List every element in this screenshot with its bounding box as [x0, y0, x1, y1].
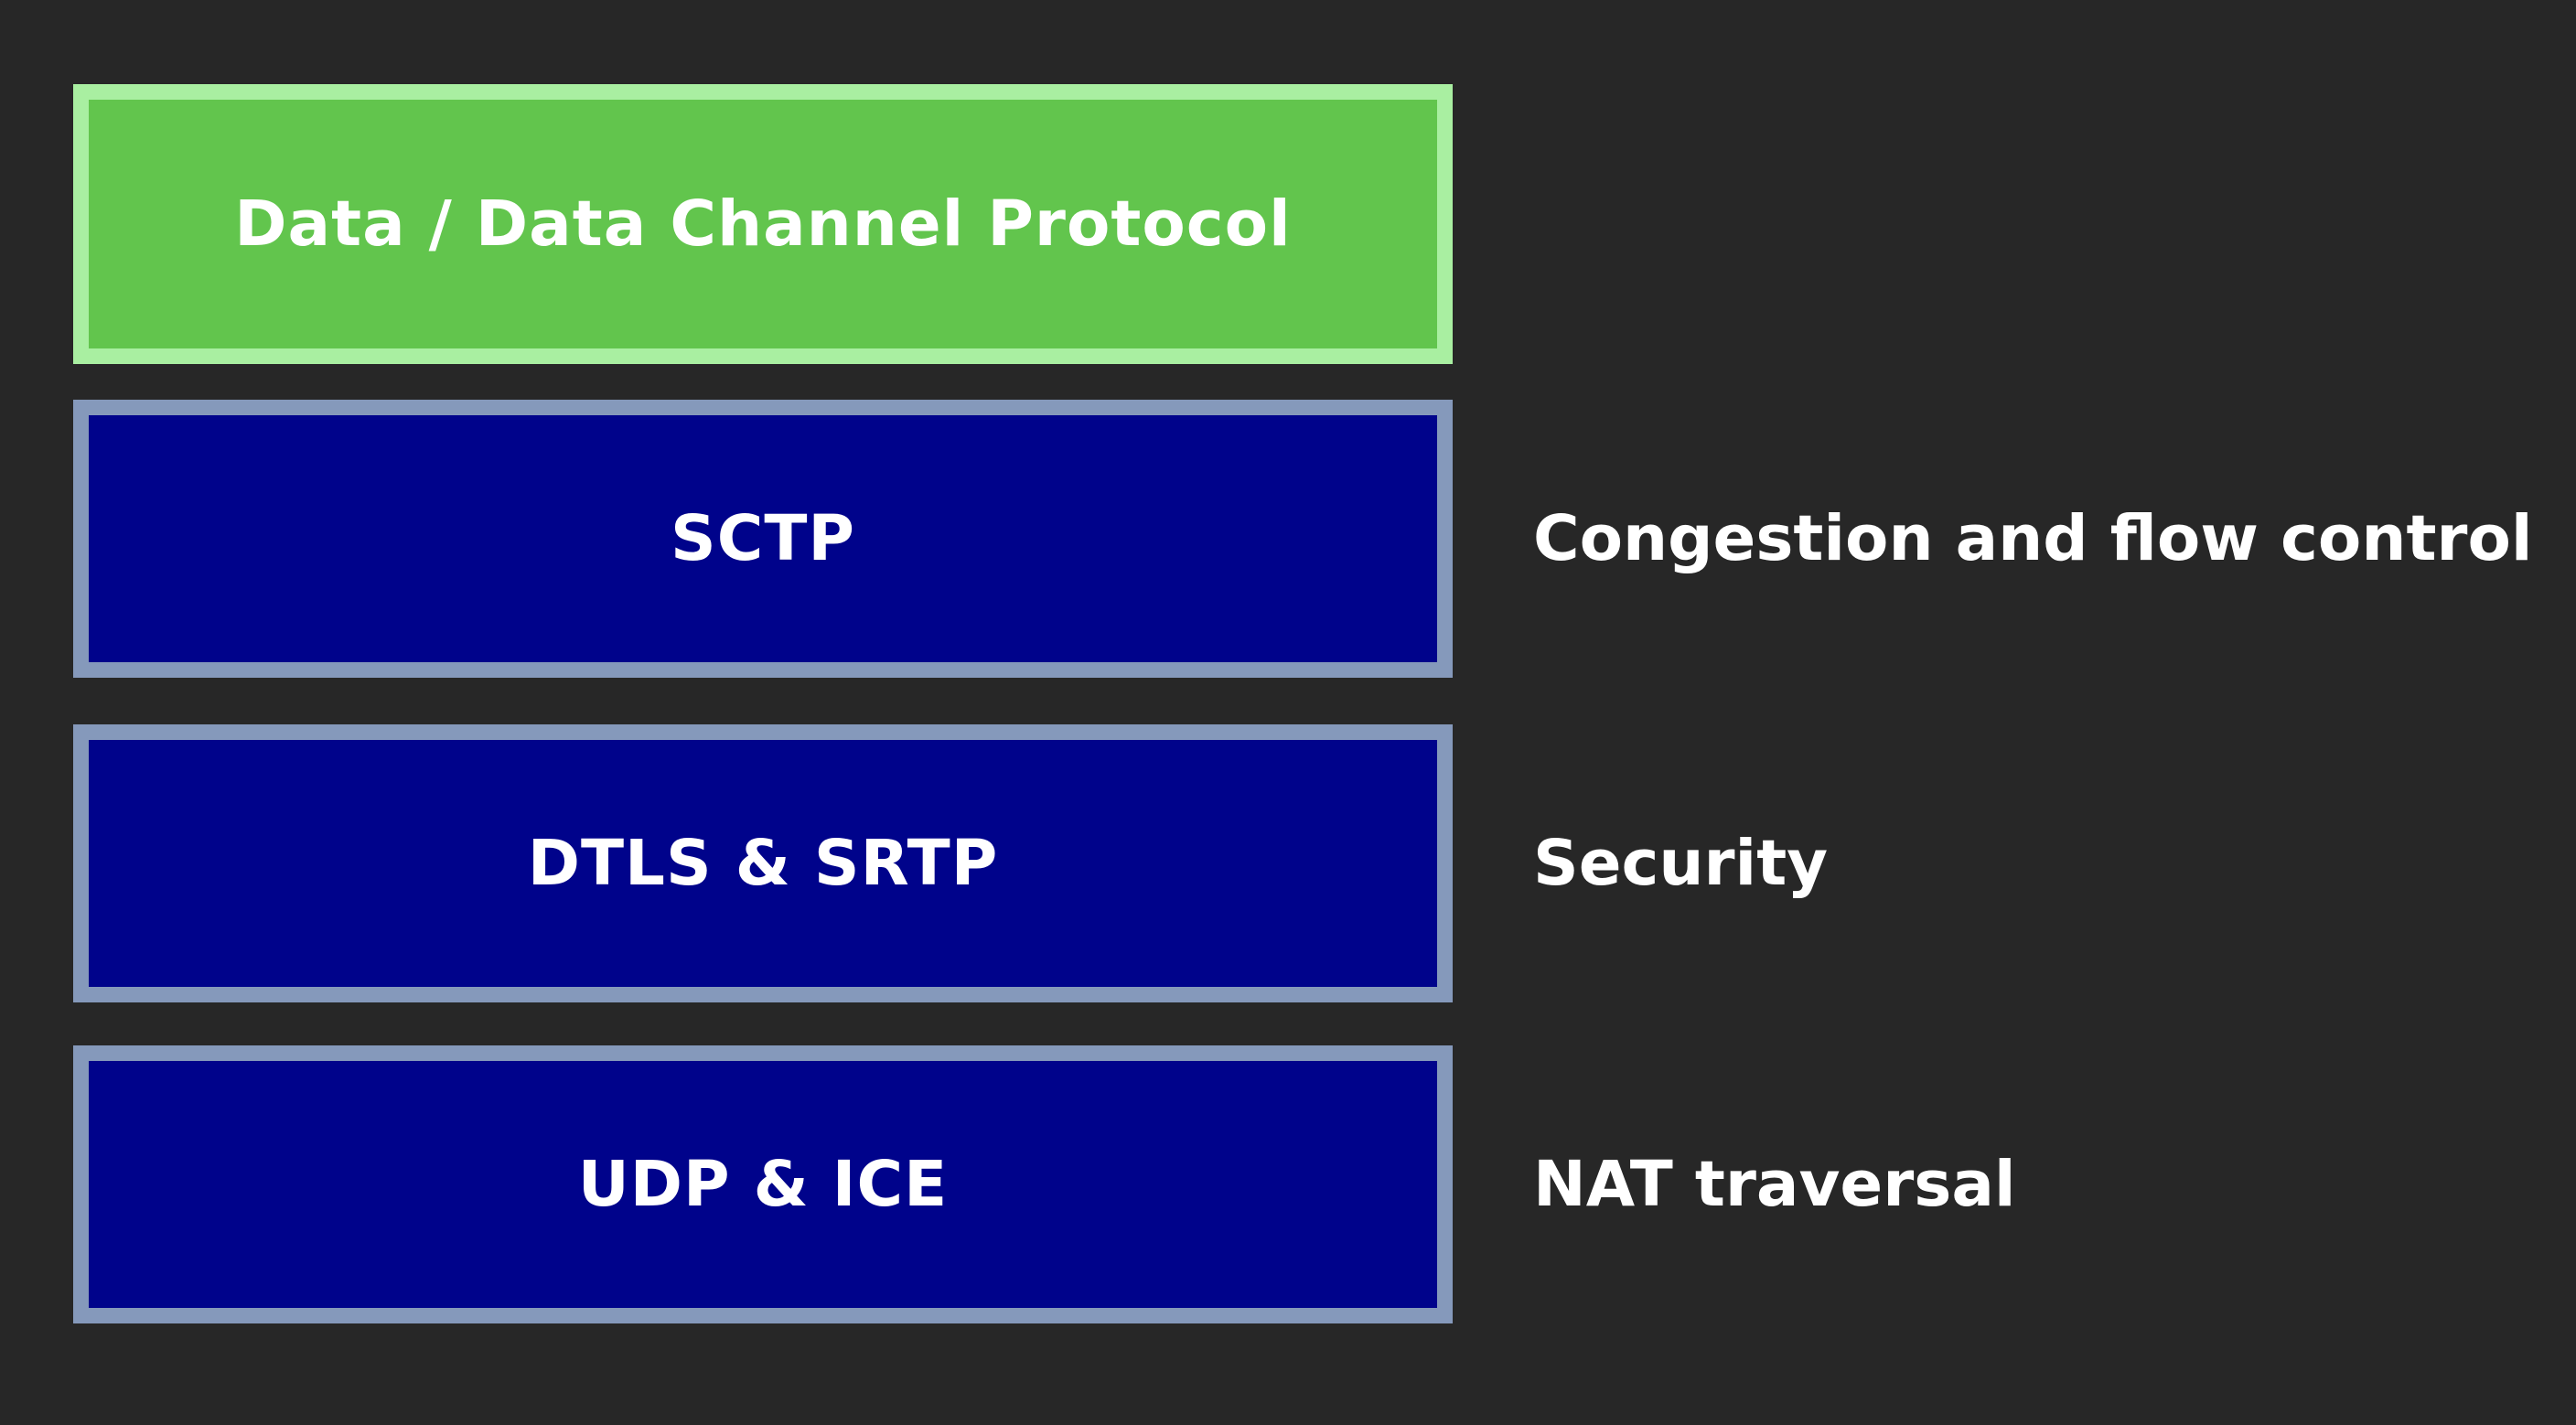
layer-label-data-channel-protocol: Data / Data Channel Protocol	[234, 188, 1292, 261]
layer-label-dtls-srtp: DTLS & SRTP	[527, 827, 999, 900]
annotation-nat-traversal: NAT traversal	[1533, 1148, 2016, 1221]
layer-box-sctp: SCTP	[73, 400, 1453, 678]
layer-label-sctp: SCTP	[671, 502, 855, 575]
annotation-congestion-flow-control: Congestion and flow control	[1533, 502, 2533, 575]
layer-box-data-channel-protocol: Data / Data Channel Protocol	[73, 84, 1453, 364]
layer-box-dtls-srtp: DTLS & SRTP	[73, 724, 1453, 1002]
layer-label-udp-ice: UDP & ICE	[577, 1148, 949, 1221]
layer-box-udp-ice: UDP & ICE	[73, 1045, 1453, 1323]
annotation-security: Security	[1533, 827, 1829, 900]
